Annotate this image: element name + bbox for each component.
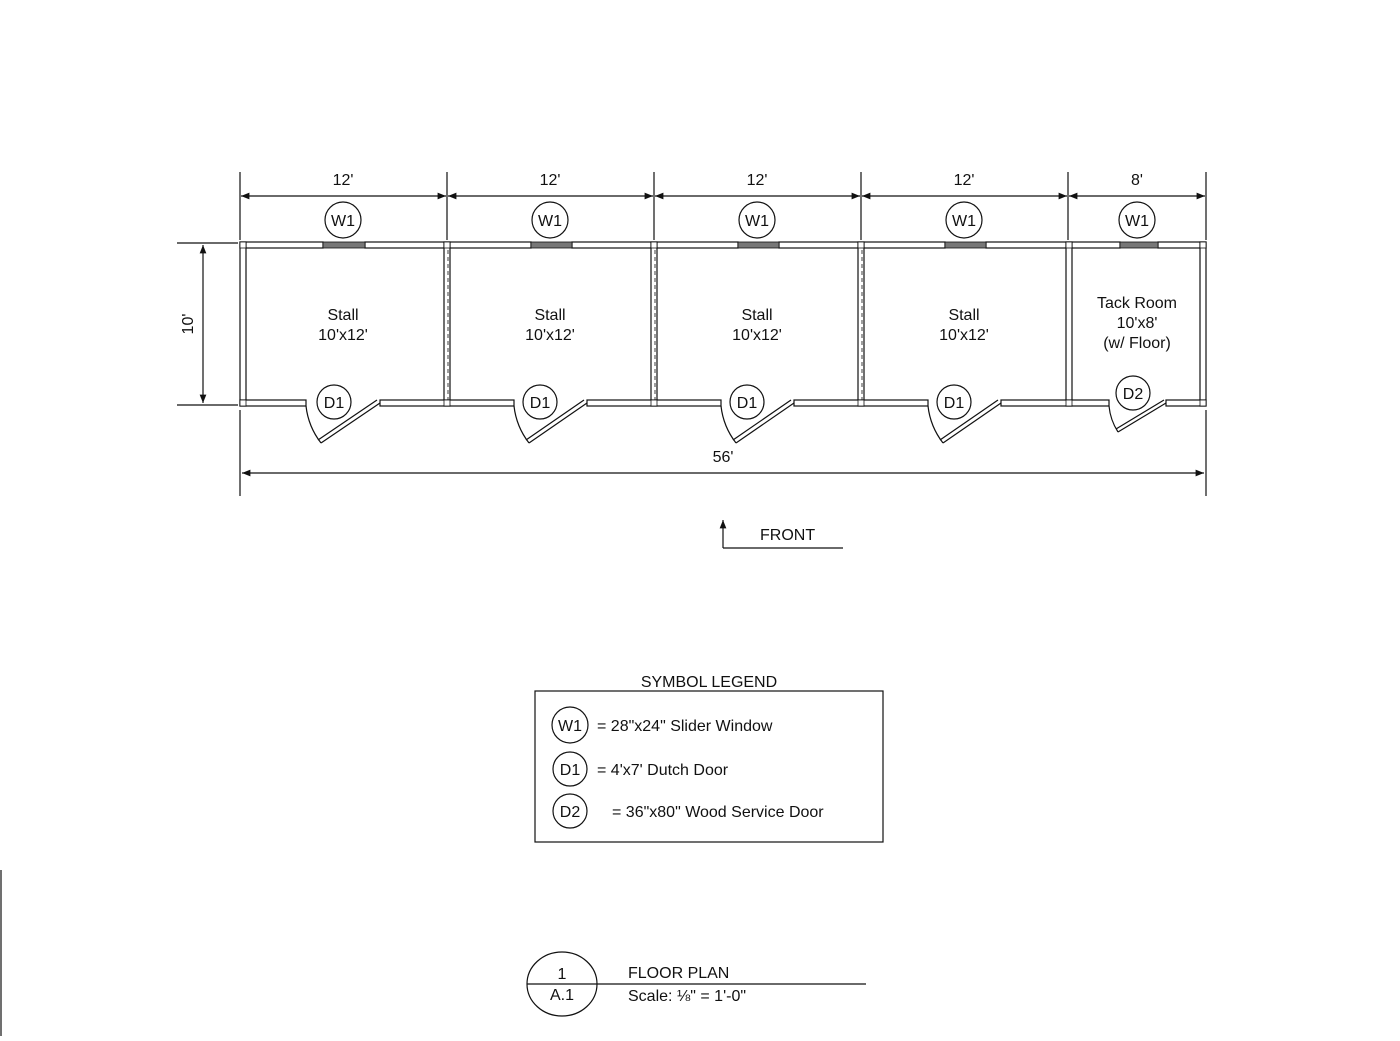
door-tags: D1 D1 D1 D1 D2 — [316, 375, 1151, 420]
depth-dimension: 10' — [177, 242, 238, 406]
door-tag-2: D1 — [530, 395, 551, 412]
drawing-number: 1 — [558, 966, 567, 983]
doors — [305, 399, 1167, 444]
overall-dimension-label: 56' — [713, 449, 734, 466]
window-w1 — [944, 241, 987, 249]
window-tag-4: W1 — [952, 213, 976, 230]
room-size: 10'x12' — [525, 327, 575, 344]
window-w1 — [1119, 241, 1159, 249]
window-tag-2: W1 — [538, 213, 562, 230]
depth-dimension-label: 10' — [180, 314, 197, 335]
legend-title: SYMBOL LEGEND — [641, 674, 777, 691]
door-tag-4: D1 — [944, 395, 965, 412]
sheet-number: A.1 — [550, 987, 574, 1004]
overall-dimension: 56' — [239, 410, 1207, 496]
bay-dimension-1: 12' — [333, 172, 354, 189]
window-tags: W1 W1 W1 W1 W1 — [324, 201, 1156, 239]
room-name: Stall — [327, 307, 358, 324]
legend-tag-w1: W1 — [558, 718, 582, 735]
room-size: 10'x12' — [318, 327, 368, 344]
bay-dimension-4: 12' — [954, 172, 975, 189]
windows — [322, 241, 1159, 249]
room-labels: Stall 10'x12' Stall 10'x12' Stall 10'x12… — [318, 295, 1177, 352]
walls — [239, 241, 1207, 407]
door-d1 — [927, 399, 1002, 444]
window-tag-3: W1 — [745, 213, 769, 230]
legend-text-d1: = 4'x7' Dutch Door — [597, 762, 729, 779]
legend-tag-d1: D1 — [560, 762, 581, 779]
room-size: 10'x8' — [1117, 315, 1158, 332]
front-label: FRONT — [760, 527, 815, 544]
symbol-legend: SYMBOL LEGEND W1 = 28"x24" Slider Window… — [534, 674, 884, 843]
bay-dimension-2: 12' — [540, 172, 561, 189]
room-name: Tack Room — [1097, 295, 1177, 312]
bay-dimension-5: 8' — [1131, 172, 1143, 189]
legend-text-d2: = 36"x80" Wood Service Door — [612, 804, 824, 821]
door-d1 — [720, 399, 795, 444]
door-tag-5: D2 — [1123, 386, 1144, 403]
window-w1 — [530, 241, 573, 249]
window-w1 — [322, 241, 366, 249]
window-tag-5: W1 — [1125, 213, 1149, 230]
legend-box — [534, 690, 884, 843]
bay-dimension-3: 12' — [747, 172, 768, 189]
window-w1 — [737, 241, 780, 249]
room-name: Stall — [948, 307, 979, 324]
top-dimensions: 12' 12' 12' 12' 8' — [239, 172, 1207, 240]
room-size: 10'x12' — [939, 327, 989, 344]
door-d1 — [305, 399, 381, 444]
title-block: 1 A.1 FLOOR PLAN Scale: ⅛" = 1'-0" — [526, 951, 866, 1017]
front-indicator: FRONT — [719, 520, 843, 549]
room-name: Stall — [534, 307, 565, 324]
room-size: 10'x12' — [732, 327, 782, 344]
window-tag-1: W1 — [331, 213, 355, 230]
drawing-scale: Scale: ⅛" = 1'-0" — [628, 988, 746, 1005]
room-note: (w/ Floor) — [1103, 335, 1171, 352]
legend-tag-d2: D2 — [560, 804, 581, 821]
door-tag-3: D1 — [737, 395, 758, 412]
door-d1 — [513, 399, 588, 444]
room-name: Stall — [741, 307, 772, 324]
legend-text-w1: = 28"x24" Slider Window — [597, 718, 773, 735]
door-tag-1: D1 — [324, 395, 345, 412]
door-d2 — [1108, 399, 1167, 433]
drawing-title: FLOOR PLAN — [628, 965, 729, 982]
